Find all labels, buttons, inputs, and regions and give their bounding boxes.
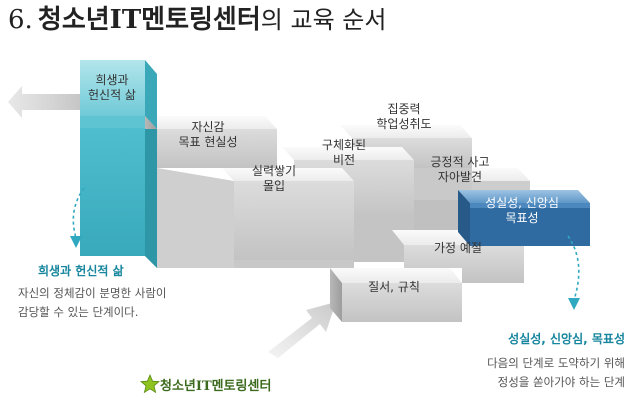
- step-label-1: 희생과 헌신적 삶: [88, 73, 136, 102]
- highlight-block-navy: [458, 190, 590, 246]
- arrow-upper-left: [8, 86, 80, 118]
- star-icon: [140, 374, 160, 394]
- step-label-7: 성실성, 신앙심 목표성: [485, 196, 559, 225]
- step-label-4: 구체화된 비전: [321, 138, 367, 167]
- logo: 청소년IT멘토링센터: [140, 373, 271, 395]
- step-label-3: 실력쌓기 몰입: [251, 164, 297, 193]
- title-main: 청소년IT멘토링센터: [37, 5, 261, 35]
- callout-left-desc: 자신의 정체감이 분명한 사람이 감당할 수 있는 단계이다.: [18, 286, 167, 319]
- callout-right-title: 성실성, 신앙심, 목표성: [508, 332, 625, 346]
- arrow-lower-right: [268, 302, 336, 358]
- step-label-2: 자신감 목표 현실성: [178, 120, 238, 149]
- step-label-5: 집중력 학업성취도: [376, 102, 432, 131]
- upper-stair-body: [157, 168, 234, 268]
- title-suffix: 의 교육 순서: [260, 6, 387, 34]
- step-label-9: 질서, 규칙: [368, 280, 420, 294]
- callout-pointer-left: [70, 187, 85, 248]
- highlight-block-teal: [80, 60, 157, 268]
- logo-text: 청소년IT멘토링센터: [160, 378, 272, 394]
- page-title: 6. 청소년IT멘토링센터의 교육 순서: [8, 2, 386, 38]
- callout-left-title: 희생과 헌신적 삶: [38, 264, 124, 278]
- title-number: 6.: [8, 5, 33, 35]
- step-label-8: 가정 예절: [434, 241, 482, 255]
- callout-right-desc: 다음의 단계로 도약하기 위해 정성을 쏟아가야 하는 단계: [487, 356, 625, 389]
- step-block-3: [222, 168, 354, 260]
- callout-pointer-right: [567, 235, 580, 310]
- step-block-9: [330, 268, 462, 322]
- step-label-6: 긍정적 사고 자아발견: [430, 155, 490, 184]
